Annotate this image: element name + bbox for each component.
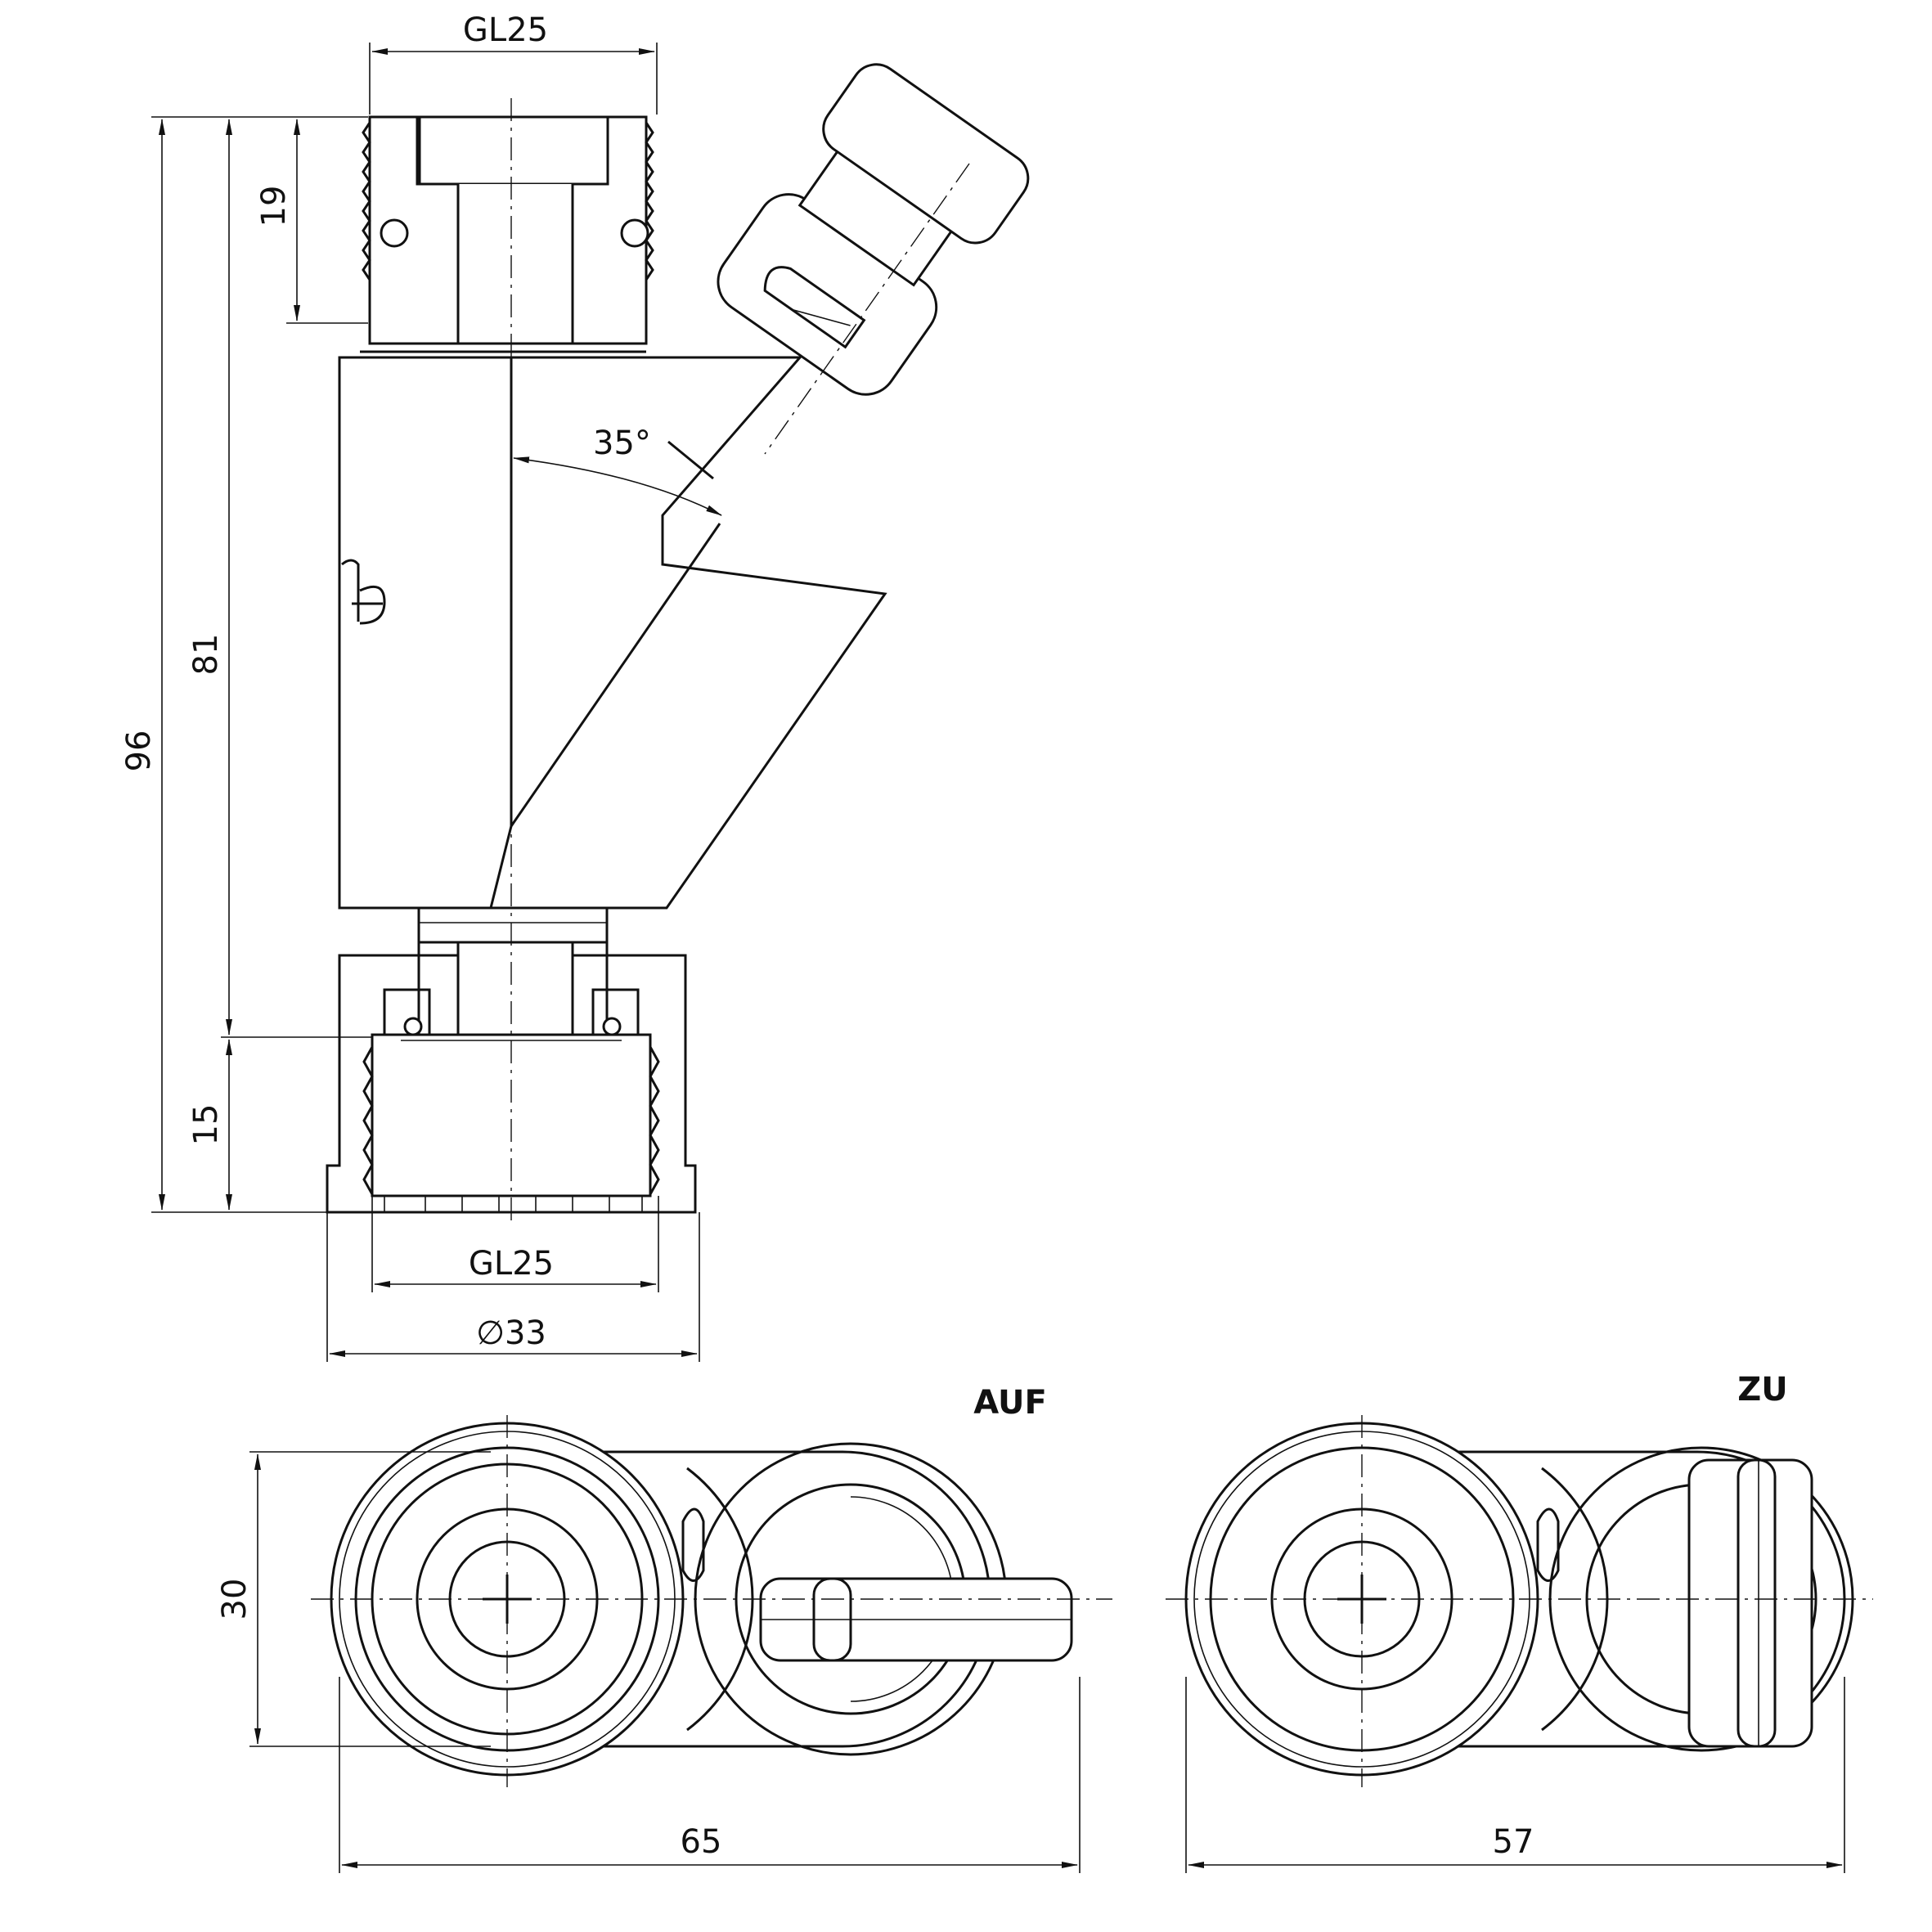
logo-icon xyxy=(341,559,386,625)
height-total-label: 96 xyxy=(120,730,158,772)
height-top-thread-label: 19 xyxy=(255,186,293,227)
top-view-closed: ZU 57 xyxy=(1166,1371,1873,1873)
height-body-label: 81 xyxy=(187,634,225,676)
angled-handle xyxy=(717,63,1030,396)
top-view-open: AUF 30 65 xyxy=(216,1384,1112,1873)
valve-body xyxy=(338,356,887,910)
angle-label: 35° xyxy=(593,425,651,462)
width-front-label: 30 xyxy=(216,1579,254,1620)
height-bottom-thread-label: 15 xyxy=(187,1104,225,1146)
diameter-label: ∅33 xyxy=(476,1314,546,1352)
length-open-label: 65 xyxy=(681,1823,722,1861)
open-label: AUF xyxy=(973,1384,1047,1422)
closed-label: ZU xyxy=(1737,1371,1787,1409)
top-thread-label: GL25 xyxy=(463,11,548,49)
bottom-thread-label: GL25 xyxy=(469,1245,554,1283)
side-view: 35° xyxy=(326,63,1030,1227)
side-dimensions: GL25 96 81 19 15 GL25 ∅33 xyxy=(120,11,700,1362)
top-connector xyxy=(360,115,654,353)
length-closed-label: 57 xyxy=(1493,1823,1534,1861)
bottom-nut xyxy=(326,941,697,1214)
